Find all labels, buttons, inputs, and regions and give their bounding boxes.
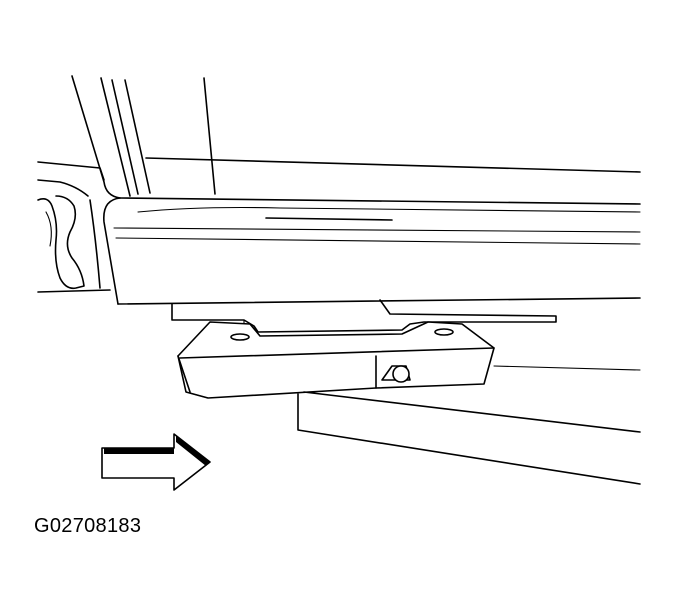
- track-block: [177, 321, 495, 399]
- figure-code: G02708183: [34, 515, 142, 537]
- track-bolt: [381, 365, 411, 383]
- seat-cushion-top: [145, 157, 641, 173]
- floor-rail: [297, 365, 641, 485]
- side-trim-bracket: [37, 161, 111, 293]
- seat-frame-rail: [103, 197, 641, 305]
- mounting-hole-right: [434, 328, 454, 336]
- direction-arrow-icon: [101, 433, 211, 491]
- seat-back-frame: [71, 75, 216, 199]
- mounting-hole-left: [230, 333, 250, 341]
